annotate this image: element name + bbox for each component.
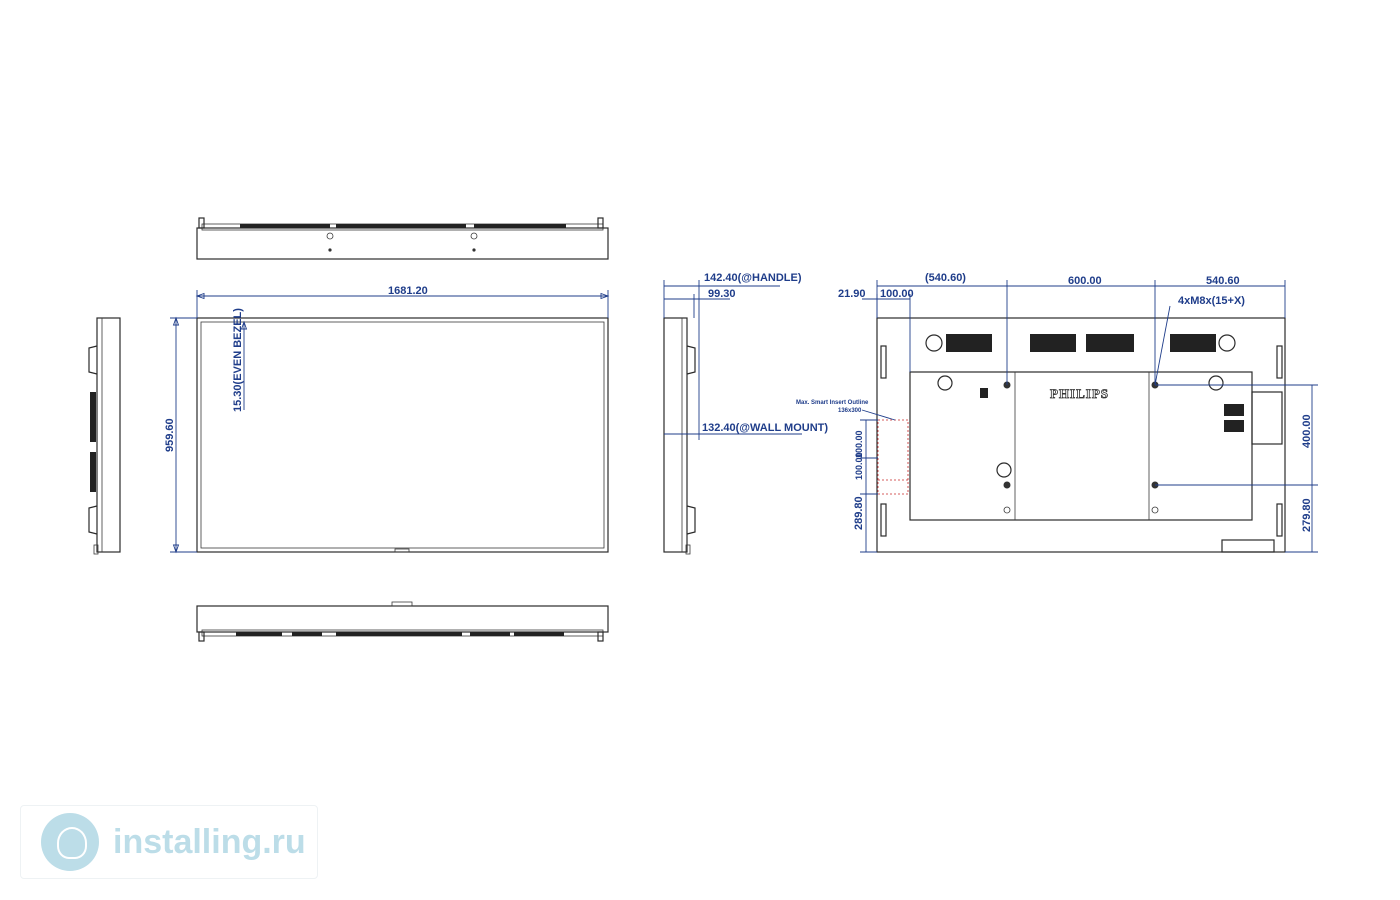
height-dim-label: 959.60 bbox=[164, 418, 176, 452]
insert-outline-label-2: 136x300 bbox=[838, 408, 862, 414]
front-dimensions bbox=[170, 290, 610, 554]
right-span-label: 540.60 bbox=[1206, 275, 1240, 287]
insert-outline-label-1: Max. Smart Insert Outline bbox=[796, 400, 869, 406]
left-offset-label: 21.90 bbox=[838, 288, 866, 300]
insert-offset-label: 100.00 bbox=[880, 288, 914, 300]
front-view bbox=[196, 317, 609, 553]
left-side-view bbox=[88, 317, 121, 555]
bottom-view bbox=[196, 601, 609, 642]
screw-spec-label: 4xM8x(15+X) bbox=[1178, 295, 1245, 307]
left-span-label: (540.60) bbox=[925, 272, 966, 284]
insert-v1-label: 100.00 bbox=[854, 430, 864, 458]
handle-depth-label: 142.40(@HANDLE) bbox=[704, 272, 802, 284]
depth-label: 99.30 bbox=[708, 288, 736, 300]
rear-dimensions bbox=[860, 280, 1318, 553]
bottom-left-label: 289.80 bbox=[853, 496, 865, 530]
width-dim-label: 1681.20 bbox=[388, 285, 428, 297]
brand-label: PHILIPS bbox=[1050, 386, 1109, 401]
watermark-text: installing.ru bbox=[113, 822, 306, 861]
watermark: installing.ru bbox=[20, 805, 318, 879]
right-side-view bbox=[663, 317, 696, 555]
rear-view: PHILIPS bbox=[876, 317, 1286, 553]
watermark-logo-icon bbox=[41, 813, 99, 871]
vesa-height-label: 400.00 bbox=[1301, 414, 1313, 448]
center-span-label: 600.00 bbox=[1068, 275, 1102, 287]
insert-v2-label: 100.00 bbox=[854, 452, 864, 480]
bezel-dim-label: 15.30(EVEN BEZEL) bbox=[232, 308, 244, 412]
top-view bbox=[196, 217, 609, 260]
side-dimensions bbox=[663, 280, 802, 440]
wall-mount-depth-label: 132.40(@WALL MOUNT) bbox=[702, 422, 828, 434]
bottom-right-label: 279.80 bbox=[1301, 498, 1313, 532]
